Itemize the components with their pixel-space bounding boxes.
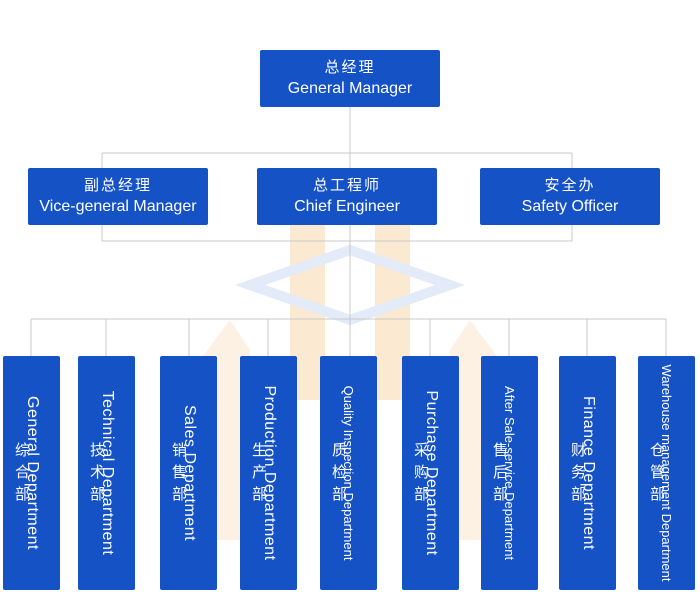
safety-officer-box: 安全办 Safety Officer [480,168,660,225]
dept-production-zh: 生产部 [251,442,267,503]
dept-warehouse-management: Warehouse management Department 仓管部 [638,356,695,590]
chief-engineer-zh: 总工程师 [312,177,381,194]
chief-engineer-box: 总工程师 Chief Engineer [257,168,437,225]
safety-officer-en: Safety Officer [521,198,619,215]
vice-general-manager-en: Vice-general Manager [39,198,197,215]
dept-sales: Sales Department 销售部 [160,356,217,590]
dept-purchase-zh: 采购部 [413,442,429,503]
dept-technical-zh: 技术部 [89,442,105,503]
general-manager-zh: 总经理 [324,59,376,76]
general-manager-en: General Manager [287,80,413,97]
dept-production: Production Department 生产部 [240,356,297,590]
dept-general-zh: 综合部 [14,442,30,503]
general-manager-box: 总经理 General Manager [260,50,440,107]
chief-engineer-en: Chief Engineer [294,198,400,215]
dept-quality-inspection: Quality Inspection Department 质检部 [320,356,377,590]
dept-sales-zh: 销售部 [171,442,187,503]
vice-general-manager-zh: 副总经理 [83,177,152,194]
safety-officer-zh: 安全办 [544,177,596,194]
dept-finance-zh: 财务部 [570,442,586,503]
dept-technical: Technical Department 技术部 [78,356,135,590]
dept-after-sale-service-zh: 售后部 [492,442,508,503]
dept-finance: Finance Department 财务部 [559,356,616,590]
vice-general-manager-box: 副总经理 Vice-general Manager [28,168,208,225]
dept-purchase: Purchase Department 采购部 [402,356,459,590]
dept-general: General Department 综合部 [3,356,60,590]
dept-warehouse-management-zh: 仓管部 [649,442,665,503]
dept-after-sale-service: After Sale-service Department 售后部 [481,356,538,590]
dept-quality-inspection-zh: 质检部 [331,442,347,503]
